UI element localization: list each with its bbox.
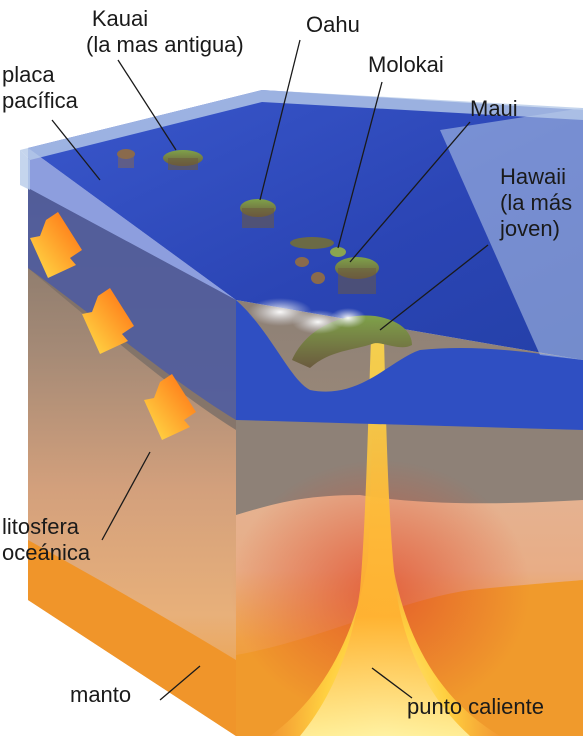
plate-motion-arrow	[30, 212, 82, 278]
hawaii-leader	[379, 244, 489, 331]
kauai-leader	[117, 59, 177, 151]
lanai-island	[295, 257, 325, 284]
volcanic-smoke	[248, 298, 366, 334]
label-hawaii: Hawaii (la más joven)	[500, 164, 572, 242]
label-manto: manto	[70, 682, 132, 707]
label-hawaii-line1: Hawaii	[500, 164, 567, 189]
ocean-front-water	[236, 300, 583, 430]
label-oahu: Oahu	[306, 12, 360, 37]
oahu-leader	[259, 39, 301, 201]
water-glass-top	[20, 90, 583, 160]
label-litosfera-line1: litosfera	[2, 514, 80, 539]
label-placa: placa pacífica	[2, 62, 78, 114]
hotspot-plume	[300, 338, 470, 736]
plate-motion-arrow	[144, 374, 196, 440]
label-kauai-line2: (la mas antigua)	[86, 32, 244, 57]
label-maui: Maui	[470, 96, 518, 121]
placa-leader	[51, 119, 101, 181]
label-placa-line2: pacífica	[2, 88, 78, 113]
oahu-island	[240, 199, 276, 228]
maui-leader	[349, 121, 471, 263]
label-placa-line1: placa	[2, 62, 55, 87]
litosfera-leader	[101, 451, 151, 541]
label-hawaii-line2: (la más	[500, 190, 573, 215]
water-glass-left	[20, 150, 30, 190]
left-face-mantle-band	[28, 540, 236, 736]
label-kauai: Kauai (la mas antigua)	[60, 6, 300, 58]
label-litosfera-line2: oceánica	[2, 540, 91, 565]
molokai-island	[290, 237, 346, 257]
label-litosfera: litosfera oceánica	[2, 514, 90, 566]
maui-island	[335, 257, 379, 294]
ocean-left-water	[28, 148, 236, 420]
niihau-island	[117, 149, 135, 168]
label-molokai: Molokai	[368, 52, 444, 77]
manto-leader	[159, 665, 201, 701]
plate-motion-arrow	[82, 288, 134, 354]
punto-leader	[371, 667, 413, 699]
kauai-island	[163, 150, 203, 170]
label-punto-caliente: punto caliente	[407, 694, 544, 719]
water-glass-right	[440, 108, 583, 360]
label-hawaii-line3: joven)	[500, 216, 560, 241]
label-kauai-line1: Kauai	[91, 6, 149, 31]
molokai-leader	[337, 81, 383, 249]
